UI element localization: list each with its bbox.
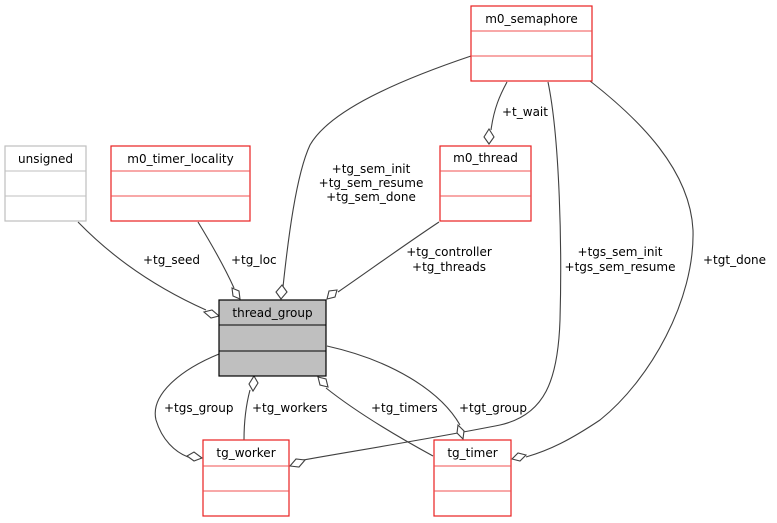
node-title: thread_group [232,306,312,320]
edge-label: +tgt_done [703,253,766,267]
node-unsigned[interactable]: unsigned [4,145,87,222]
edge-label: +tg_workers [252,401,328,415]
aggregation-diamond-icon [483,127,495,145]
aggregation-diamond-icon [317,376,329,388]
node-title: tg_worker [216,446,275,460]
edge-semaphore-tg-timer [525,80,694,458]
edge-thread-thread-group [337,221,440,293]
aggregation-diamond-icon [202,309,221,319]
node-m0-timer-locality[interactable]: m0_timer_locality [110,145,251,222]
node-title: tg_timer [447,446,497,460]
edge-label: +tg_controller [406,245,492,259]
edge-tg-timer-thread-group [325,387,434,457]
edge-label: +tg_sem_resume [319,176,424,190]
node-tg-timer[interactable]: tg_timer [433,439,512,517]
edge-semaphore-thread [490,81,508,131]
aggregation-diamond-icon [288,458,307,468]
edge-tg-worker-thread-group [243,389,251,441]
node-m0-thread[interactable]: m0_thread [439,145,532,222]
edge-semaphore-tg-worker [302,81,562,461]
aggregation-diamond-icon [275,284,288,300]
edge-label: +tgt_group [459,401,527,415]
edge-label: +tgs_group [164,401,233,415]
node-title: m0_thread [453,151,518,165]
edge-label: +tg_sem_done [326,190,416,204]
aggregation-diamond-icon [231,287,241,300]
node-title: m0_semaphore [485,12,578,26]
edge-label: +tgs_sem_resume [565,260,676,274]
edge-unsigned-thread-group [77,221,207,311]
aggregation-diamond-icon [456,423,465,441]
edge-thread-group-tg-timer [326,345,461,426]
edge-label: +tgs_sem_init [578,245,663,259]
aggregation-diamond-icon [510,452,528,462]
aggregation-diamond-icon [248,374,259,393]
aggregation-diamond-icon [326,289,338,300]
edge-label: +tg_loc [231,253,277,267]
edge-label: +tg_threads [412,260,486,274]
node-tg-worker[interactable]: tg_worker [202,439,290,517]
edge-label: +tg_timers [371,401,438,415]
edge-semaphore-thread-group [282,55,472,288]
node-title: unsigned [18,152,73,166]
edge-label: +tg_sem_init [332,162,411,176]
node-m0-semaphore[interactable]: m0_semaphore [470,5,593,82]
edge-thread-group-tg-worker [154,353,220,458]
edge-label: +t_wait [502,105,548,119]
edge-locality-thread-group [197,221,235,289]
aggregation-diamond-icon [185,451,204,462]
node-thread-group[interactable]: thread_group [218,299,327,377]
edge-label: +tg_seed [143,253,200,267]
node-title: m0_timer_locality [127,152,233,166]
